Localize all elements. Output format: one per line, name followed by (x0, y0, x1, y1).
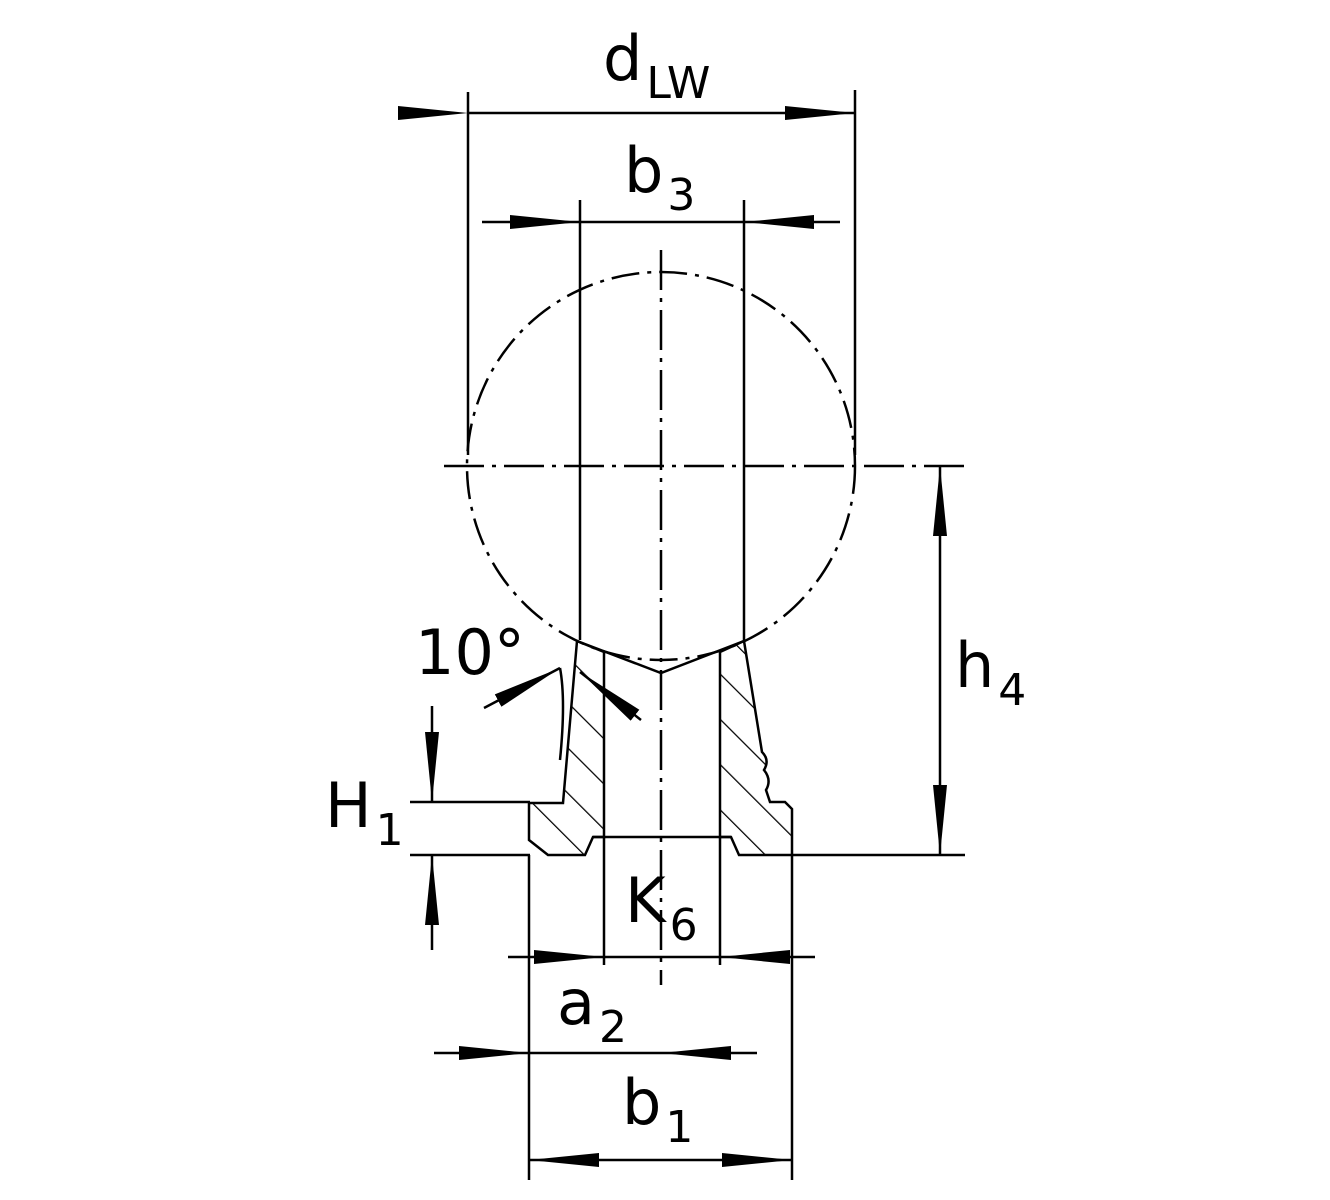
label-b3: b3 (624, 134, 696, 221)
cage-left-section (527, 639, 606, 857)
label-dlw: dLW (603, 22, 711, 109)
cage-right-section (718, 639, 794, 857)
label-k6: K6 (625, 864, 698, 951)
label-angle: 10° (415, 616, 525, 689)
label-H1: H1 (325, 769, 404, 856)
angle-arrow-left (483, 666, 561, 710)
label-a2: a2 (557, 966, 627, 1053)
label-h4: h4 (955, 629, 1027, 716)
label-b1: b1 (622, 1066, 694, 1153)
